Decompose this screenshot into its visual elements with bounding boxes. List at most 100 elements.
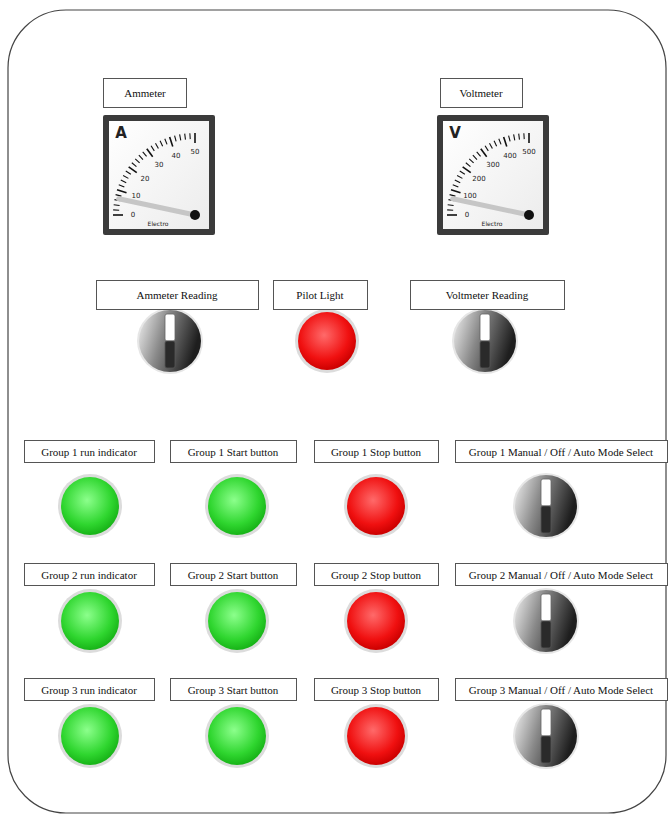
stop-button xyxy=(344,704,408,768)
label-box: Group 2 Stop button xyxy=(314,563,439,586)
stop-button xyxy=(344,474,408,538)
meter-scale-text: 40 xyxy=(172,153,181,160)
label-text: Group 2 run indicator xyxy=(41,569,137,581)
label-text: Group 2 Stop button xyxy=(331,569,421,581)
scale-tick xyxy=(469,159,473,163)
label-text: Ammeter Reading xyxy=(137,289,218,301)
scale-tick xyxy=(160,141,163,146)
meter-scale-text: 300 xyxy=(486,162,499,169)
start-button xyxy=(205,704,269,768)
meter-scale-text: 100 xyxy=(463,193,476,200)
scale-tick xyxy=(147,149,153,157)
scale-tick xyxy=(477,152,481,157)
run-indicator-light xyxy=(58,474,122,538)
scale-tick xyxy=(473,155,477,159)
label-text: Voltmeter xyxy=(459,87,502,99)
meter-scale-text: 0 xyxy=(465,212,469,219)
meter-scale-text: 10 xyxy=(132,193,141,200)
label-text: Group 1 Start button xyxy=(188,446,279,458)
label-text: Group 2 Manual / Off / Auto Mode Select xyxy=(469,569,653,581)
scale-tick xyxy=(117,190,127,193)
scale-tick xyxy=(451,190,461,193)
scale-tick xyxy=(116,195,122,196)
scale-tick xyxy=(450,195,456,196)
scale-tick xyxy=(460,171,465,174)
scale-tick xyxy=(523,133,524,139)
scale-tick xyxy=(139,155,143,159)
label-text: Group 1 run indicator xyxy=(41,446,137,458)
start-button xyxy=(205,474,269,538)
label-box: Group 2 run indicator xyxy=(24,563,155,586)
selector-knob xyxy=(452,308,518,374)
mode-selector-knob xyxy=(513,588,579,654)
scale-tick xyxy=(180,134,181,140)
scale-tick xyxy=(504,137,507,147)
scale-tick xyxy=(466,163,471,167)
label-box: Voltmeter Reading xyxy=(410,280,565,310)
scale-tick xyxy=(129,167,137,173)
scale-tick xyxy=(447,214,457,216)
scale-tick xyxy=(156,143,159,148)
label-text: Group 2 Start button xyxy=(188,569,279,581)
scale-tick xyxy=(453,185,459,187)
scale-tick xyxy=(518,134,520,140)
scale-tick xyxy=(121,180,126,183)
label-box: Voltmeter xyxy=(440,78,523,108)
label-text: Group 3 Manual / Off / Auto Mode Select xyxy=(469,684,653,696)
ammeter-dial xyxy=(103,115,215,235)
scale-tick xyxy=(151,146,154,151)
scale-tick xyxy=(481,149,487,157)
scale-tick xyxy=(463,167,471,173)
scale-tick xyxy=(165,139,167,145)
label-box: Group 3 run indicator xyxy=(24,678,155,701)
label-box: Group 1 Start button xyxy=(170,440,297,463)
scale-tick xyxy=(447,209,453,210)
scale-tick xyxy=(455,180,460,183)
scale-tick xyxy=(485,146,488,151)
label-box: Ammeter xyxy=(103,78,187,108)
scale-tick xyxy=(113,209,119,210)
scale-tick xyxy=(132,163,137,167)
scale-tick xyxy=(114,204,120,206)
scale-tick xyxy=(514,134,515,140)
label-text: Group 1 Manual / Off / Auto Mode Select xyxy=(469,446,653,458)
stop-button xyxy=(344,589,408,653)
scale-tick xyxy=(448,204,454,206)
selector-knob xyxy=(137,308,203,374)
meter-scale-text: 30 xyxy=(155,162,164,169)
pilot-light xyxy=(295,309,359,373)
label-box: Group 3 Start button xyxy=(170,678,297,701)
scale-tick xyxy=(528,133,530,143)
label-box: Ammeter Reading xyxy=(96,280,259,310)
scale-tick xyxy=(170,137,173,147)
meter-scale-text: A xyxy=(115,126,127,141)
scale-tick xyxy=(143,152,147,157)
label-box: Group 1 Manual / Off / Auto Mode Select xyxy=(455,440,668,463)
mode-selector-knob xyxy=(513,473,579,539)
label-box: Group 1 Stop button xyxy=(314,440,439,463)
panel-outline xyxy=(8,10,666,813)
label-text: Group 3 Start button xyxy=(188,684,279,696)
voltmeter-dial xyxy=(437,115,549,235)
meter-scale-text: 400 xyxy=(503,153,516,160)
start-button xyxy=(205,589,269,653)
meter-scale-text: 200 xyxy=(472,176,485,183)
scale-tick xyxy=(490,143,493,148)
label-text: Group 3 run indicator xyxy=(41,684,137,696)
meter-scale-text: V xyxy=(449,126,461,141)
run-indicator-light xyxy=(58,704,122,768)
meter-scale-text: 50 xyxy=(191,149,200,156)
label-text: Pilot Light xyxy=(296,289,343,301)
scale-tick xyxy=(113,214,123,216)
label-box: Group 2 Start button xyxy=(170,563,297,586)
scale-tick xyxy=(499,139,501,145)
scale-tick xyxy=(189,133,190,139)
scale-tick xyxy=(175,136,176,142)
scale-tick xyxy=(194,133,196,143)
run-indicator-light xyxy=(58,589,122,653)
label-text: Ammeter xyxy=(124,87,166,99)
scale-tick xyxy=(184,134,186,140)
meter-scale-text: 500 xyxy=(522,149,535,156)
scale-tick xyxy=(126,171,131,174)
